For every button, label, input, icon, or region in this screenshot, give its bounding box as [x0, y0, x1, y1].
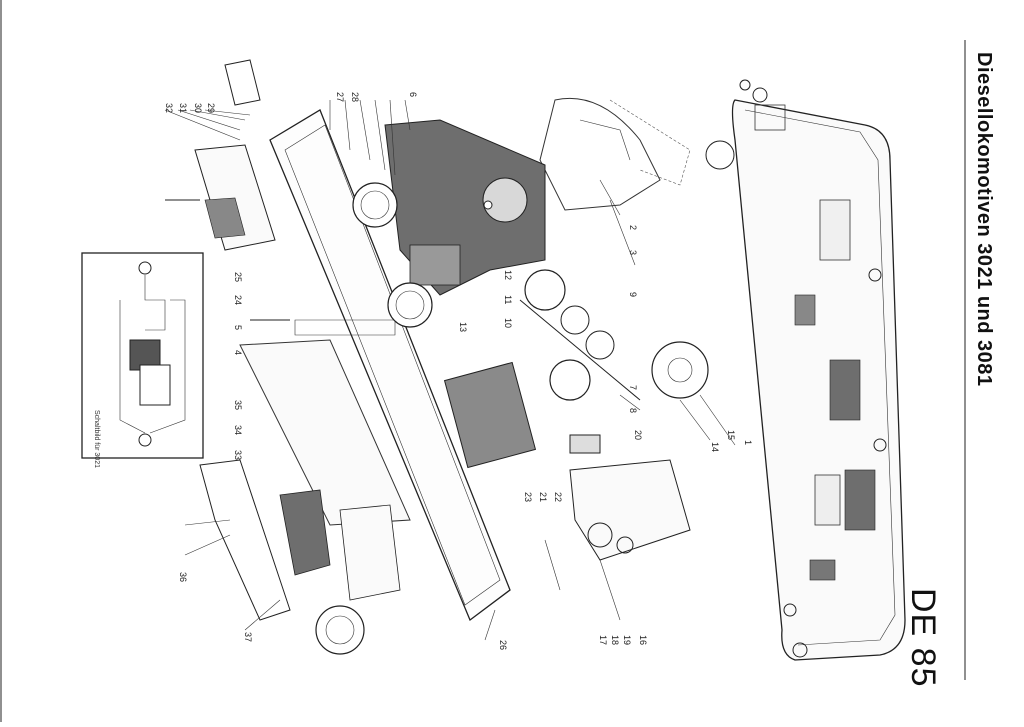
callout-10: 10 — [503, 318, 513, 328]
callout-8: 8 — [628, 408, 638, 413]
callout-37: 37 — [243, 632, 253, 642]
document-code: DE 85 — [904, 588, 942, 688]
callout-22: 22 — [553, 492, 563, 502]
callout-35: 35 — [233, 400, 243, 410]
callout-11: 11 — [503, 295, 513, 304]
callout-29: 29 — [206, 103, 216, 113]
electrical-unit — [443, 361, 691, 561]
callout-23: 23 — [523, 492, 533, 502]
front-bogie — [165, 59, 290, 321]
callout-3: 3 — [628, 250, 638, 255]
callout-36: 36 — [178, 572, 188, 582]
callout-33: 33 — [233, 450, 243, 460]
rear-bogie — [199, 459, 401, 621]
motor-block — [384, 119, 546, 296]
callout-5: 5 — [233, 325, 243, 330]
wheel-set — [315, 182, 709, 655]
callout-34: 34 — [233, 425, 243, 435]
callout-30: 30 — [193, 103, 203, 113]
callout-7: 7 — [628, 385, 638, 390]
callout-32: 32 — [164, 103, 174, 113]
callout-12: 12 — [503, 270, 513, 280]
callout-1: 1 — [743, 440, 753, 445]
callout-25: 25 — [233, 272, 243, 282]
callout-28: 28 — [350, 92, 360, 102]
callout-18: 18 — [610, 635, 620, 645]
callout-13: 13 — [458, 322, 468, 332]
callout-20: 20 — [633, 430, 643, 440]
callout-4: 4 — [233, 350, 243, 355]
callout-21: 21 — [538, 492, 548, 502]
wiring-schematic: Schaltbild für 3021 — [81, 252, 204, 468]
callout-31: 31 — [178, 103, 188, 113]
callout-17: 17 — [598, 635, 608, 645]
callout-27: 27 — [335, 92, 345, 102]
callout-26: 26 — [498, 640, 508, 650]
callout-15: 15 — [726, 430, 736, 440]
callout-6: 6 — [408, 92, 418, 97]
callout-16: 16 — [638, 635, 648, 645]
callout-9: 9 — [628, 292, 638, 297]
leader-lines — [164, 99, 736, 641]
callout-14: 14 — [710, 442, 720, 452]
callout-numbers: 1 2 3 4 5 6 7 8 9 10 11 12 13 14 15 16 1… — [164, 92, 753, 650]
document-title: Diesellokomotiven 3021 und 3081 — [973, 52, 995, 387]
frame-casting-upper — [539, 97, 691, 211]
locomotive-body — [705, 79, 906, 661]
callout-24: 24 — [233, 295, 243, 305]
callout-2: 2 — [628, 225, 638, 230]
callout-19: 19 — [622, 635, 632, 645]
schematic-caption: Schaltbild für 3021 — [93, 410, 100, 468]
chassis-frame — [239, 109, 511, 622]
